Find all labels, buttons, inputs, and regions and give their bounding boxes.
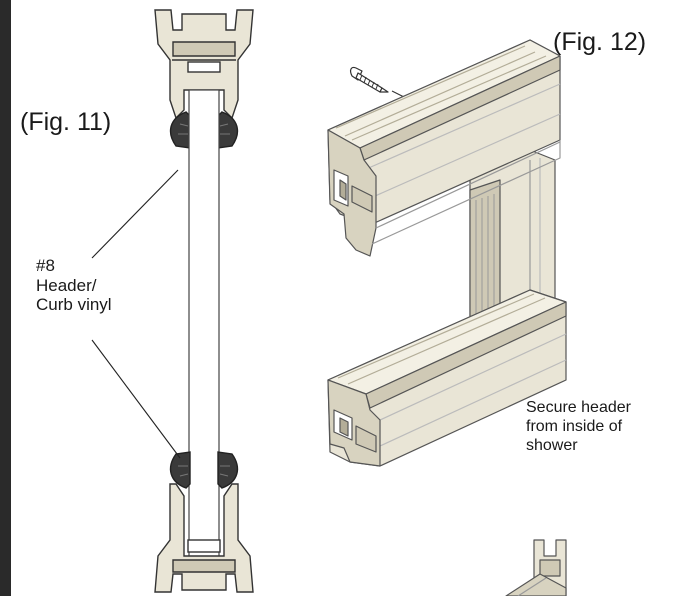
leader-line-top <box>91 169 179 259</box>
vinyl-callout-line-2: Header/ <box>36 275 97 295</box>
secure-note-line-3: shower <box>526 437 578 455</box>
header-extrusion-3d <box>327 39 561 257</box>
curb-extrusion-bottom <box>154 483 254 593</box>
glass-panel <box>188 89 220 561</box>
screw-icon <box>350 66 389 93</box>
left-edge-bar <box>0 0 11 596</box>
header-extrusion-top <box>154 9 254 120</box>
curb-extrusion-3d <box>327 289 567 467</box>
fig12-label: (Fig. 12) <box>553 28 647 56</box>
fig11-label: (Fig. 11) <box>20 108 112 136</box>
corner-detail <box>505 539 567 597</box>
fig12-isometric-frame <box>327 39 567 597</box>
vinyl-callout: #8 Header/ Curb vinyl <box>36 256 146 315</box>
leader-line-bottom <box>91 339 181 459</box>
secure-header-note: Secure header from inside of shower <box>526 398 676 456</box>
vinyl-top <box>169 111 239 149</box>
vinyl-callout-line-3: Curb vinyl <box>36 295 112 315</box>
vertical-jamb <box>469 149 556 341</box>
secure-note-line-1: Secure header <box>526 399 631 416</box>
secure-note-line-2: from inside of <box>526 418 623 436</box>
fig11-cross-section <box>154 9 254 593</box>
vinyl-callout-line-1: #8 <box>36 256 55 275</box>
vinyl-bottom <box>169 451 239 489</box>
vinyl-leader-lines <box>91 169 181 459</box>
